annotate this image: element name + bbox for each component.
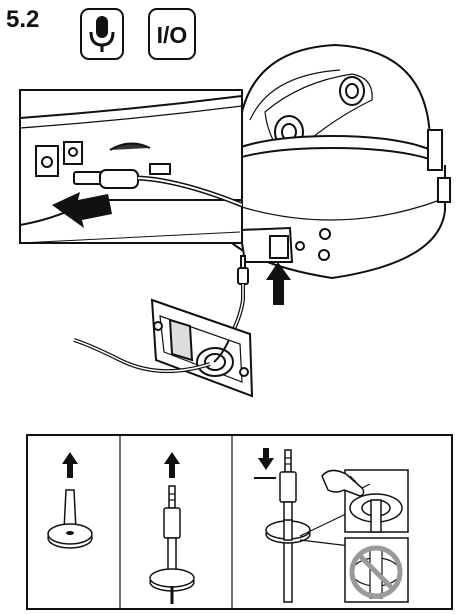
- connector-detail-inset: [19, 89, 243, 244]
- correct-detail-box: [321, 469, 409, 533]
- step-panel-3: [254, 448, 409, 603]
- step-panel-1: [47, 452, 93, 549]
- cable-gasket-plate: [150, 298, 254, 398]
- prohibited-icon: [349, 545, 403, 599]
- microphone-icon: [80, 8, 124, 60]
- io-icon: I/O: [148, 8, 196, 60]
- cable-routing-steps-panel: [26, 434, 453, 610]
- incorrect-detail-box: [344, 537, 409, 603]
- dome-camera: [199, 43, 451, 280]
- hand-icon: [321, 469, 365, 497]
- up-arrow-icon: [266, 262, 291, 305]
- step-panel-2: [149, 452, 195, 604]
- step-number: 5.2: [6, 6, 40, 33]
